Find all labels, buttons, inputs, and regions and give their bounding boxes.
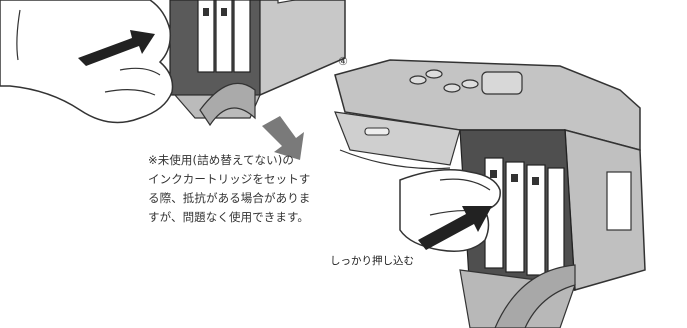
printer-illustration-bottom-right — [334, 59, 646, 328]
usage-note-line: ※未使用(詰め替えてない)の — [148, 153, 294, 167]
step-arrow-icon — [262, 116, 304, 160]
step-number: ④ — [338, 55, 348, 68]
usage-note-line: すが、問題なく使用できます。 — [148, 210, 310, 224]
push-firmly-label: しっかり押し込む — [330, 255, 414, 267]
usage-note-line: る際、抵抗がある場合がありま — [148, 191, 311, 205]
usage-note: ※未使用(詰め替えてない)の インクカートリッジをセットす る際、抵抗がある場合… — [148, 151, 320, 227]
usage-note-line: インクカートリッジをセットす — [148, 172, 311, 186]
printer-illustration-top-left — [0, 0, 346, 127]
